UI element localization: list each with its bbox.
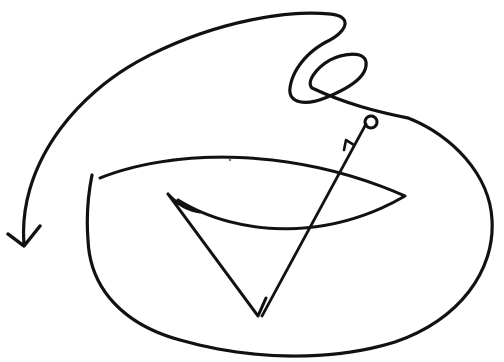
triangle-cone bbox=[168, 194, 266, 316]
large-looping-outline-stroke bbox=[24, 13, 493, 356]
ink-speck bbox=[229, 159, 231, 161]
lens-shaped-bowl bbox=[100, 157, 405, 229]
small-circle-marker bbox=[365, 116, 377, 128]
